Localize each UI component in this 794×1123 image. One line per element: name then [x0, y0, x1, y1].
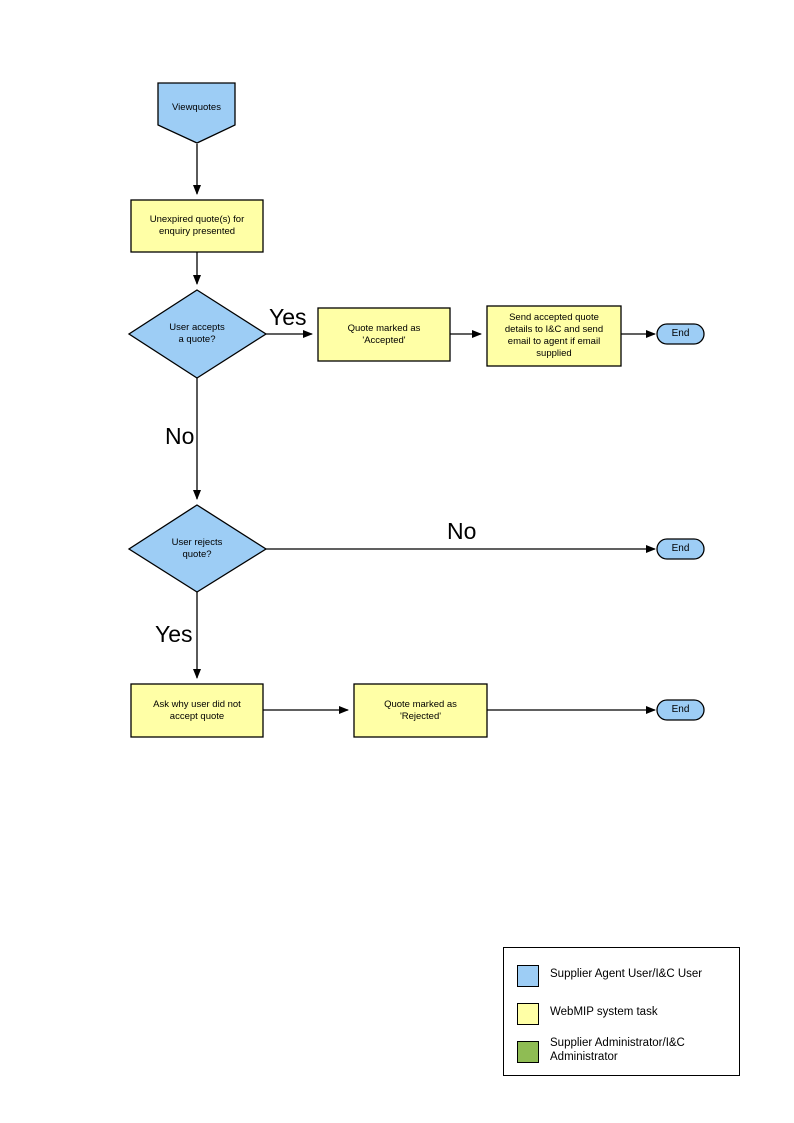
- edge-label-reject-no: No: [447, 518, 477, 544]
- legend-swatch-webmip-system-task: [517, 1003, 539, 1025]
- node-ask-why-user-did-not-accept[interactable]: [130, 683, 264, 738]
- legend-box: Supplier Agent User/I&C User WebMIP syst…: [503, 947, 740, 1076]
- node-unexpired-quotes[interactable]: [130, 199, 264, 253]
- node-start-viewquotes[interactable]: [157, 82, 236, 144]
- node-decision-user-rejects[interactable]: [127, 504, 268, 593]
- edge-label-accept-no: No: [165, 423, 195, 449]
- connectors: [193, 144, 656, 714]
- legend-label-supplier-agent-user: Supplier Agent User/I&C User: [550, 968, 703, 980]
- edge-label-accept-yes: Yes: [269, 304, 307, 330]
- node-send-accepted-quote-details[interactable]: [486, 305, 622, 367]
- legend-label-supplier-administrator: Supplier Administrator/I&C Administrator: [550, 1037, 685, 1063]
- node-end-2[interactable]: [656, 538, 705, 560]
- node-end-2-label: End: [671, 543, 690, 554]
- legend-swatch-supplier-agent-user: [517, 965, 539, 987]
- legend-swatch-supplier-administrator: [517, 1041, 539, 1063]
- node-quote-marked-rejected[interactable]: [353, 683, 488, 738]
- node-end-3-label: End: [671, 704, 690, 715]
- node-quote-marked-accepted[interactable]: [317, 307, 451, 362]
- node-end-3[interactable]: [656, 699, 705, 721]
- legend-label-webmip-system-task: WebMIP system task: [550, 1006, 658, 1018]
- node-end-1[interactable]: [656, 323, 705, 345]
- node-decision-user-accepts[interactable]: [127, 289, 268, 379]
- edge-label-reject-yes: Yes: [155, 621, 193, 647]
- node-end-1-label: End: [671, 328, 690, 339]
